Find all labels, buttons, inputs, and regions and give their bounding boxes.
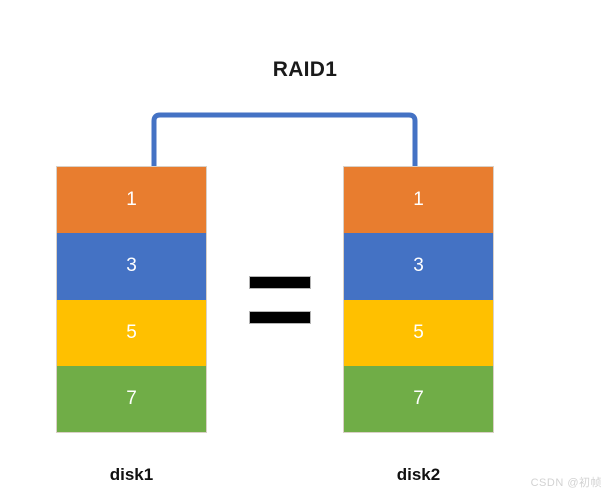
disk-2-block-1: 3 bbox=[344, 233, 493, 300]
disk-1-block-0: 1 bbox=[57, 167, 206, 234]
disk-1-block-2: 5 bbox=[57, 299, 206, 366]
equals-bar-bottom bbox=[249, 311, 311, 324]
mirror-bracket-icon bbox=[151, 112, 418, 168]
disk-1-block-1: 3 bbox=[57, 233, 206, 300]
equals-sign bbox=[249, 276, 311, 324]
disk-2-block-2-label: 5 bbox=[413, 321, 424, 343]
disk-2-block-0-label: 1 bbox=[413, 189, 424, 211]
disk-2-block-2: 5 bbox=[344, 299, 493, 366]
disk-1-block-1-label: 3 bbox=[126, 255, 137, 277]
disk-1-block-0-label: 1 bbox=[126, 189, 137, 211]
disk-2: 1 3 5 7 bbox=[343, 166, 494, 433]
disk-1-caption: disk1 bbox=[109, 465, 154, 484]
equals-bar-top bbox=[249, 276, 311, 289]
page-title: RAID1 bbox=[272, 58, 338, 81]
disk-2-block-3: 7 bbox=[344, 365, 493, 432]
disk-1-block-3: 7 bbox=[57, 365, 206, 432]
disk-2-block-0: 1 bbox=[344, 167, 493, 234]
watermark: CSDN @初帧 bbox=[530, 477, 602, 489]
disk-2-block-3-label: 7 bbox=[413, 387, 424, 409]
disk-1-block-3-label: 7 bbox=[126, 387, 137, 409]
disk-2-caption: disk2 bbox=[396, 465, 441, 484]
disk-2-block-1-label: 3 bbox=[413, 255, 424, 277]
disk-1: 1 3 5 7 bbox=[56, 166, 207, 433]
disk-1-block-2-label: 5 bbox=[126, 321, 137, 343]
